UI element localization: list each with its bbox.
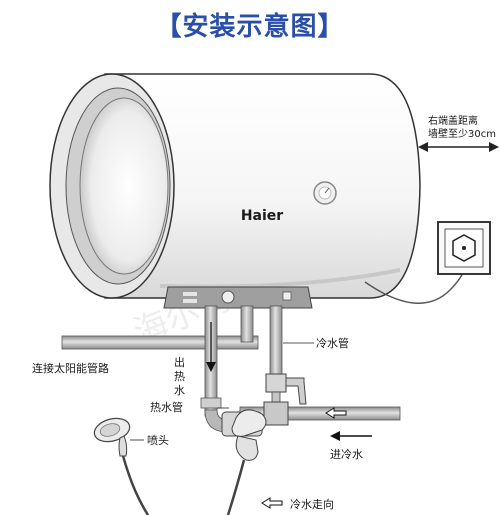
legend-label: 冷水走向 — [290, 497, 334, 511]
hot-out-label-1: 出 — [174, 355, 185, 369]
shower-hose — [226, 459, 246, 515]
solar-pipe-label: 连接太阳能管路 — [32, 361, 109, 375]
solar-pipe — [61, 335, 259, 350]
cold-pipe-label: 冷水管 — [316, 336, 349, 350]
hot-flow-arrow — [206, 322, 216, 372]
safety-valve-icon — [265, 373, 307, 409]
cold-in-arrow — [330, 431, 372, 441]
water-heater-tank — [49, 73, 421, 299]
indicator-light-icon — [282, 291, 292, 301]
mixer-valve-icon — [221, 409, 267, 461]
control-panel — [163, 286, 313, 309]
brand-logo: Haier — [241, 208, 283, 224]
clearance-arrow — [418, 142, 499, 152]
hot-out-label-2: 热 — [174, 370, 185, 383]
power-socket-icon — [437, 221, 491, 275]
cold-flow-arrow-outline — [325, 407, 347, 419]
diagram-title: 【安装示意图】 — [155, 12, 345, 42]
clearance-label-line2: 墙壁至少30cm — [428, 127, 496, 140]
cold-in-label: 进冷水 — [330, 448, 363, 461]
shower-head-icon — [93, 417, 131, 457]
hot-out-label-3: 水 — [174, 384, 185, 397]
thermometer-dial-icon — [313, 181, 337, 205]
clearance-label-line1: 右端盖距离 — [428, 114, 478, 127]
control-knob-icon — [221, 290, 235, 304]
legend-arrow-icon — [261, 497, 283, 509]
hot-pipe-label: 热水管 — [150, 400, 183, 414]
cold-water-pipe — [269, 305, 283, 377]
shower-head-label: 喷头 — [147, 434, 169, 447]
